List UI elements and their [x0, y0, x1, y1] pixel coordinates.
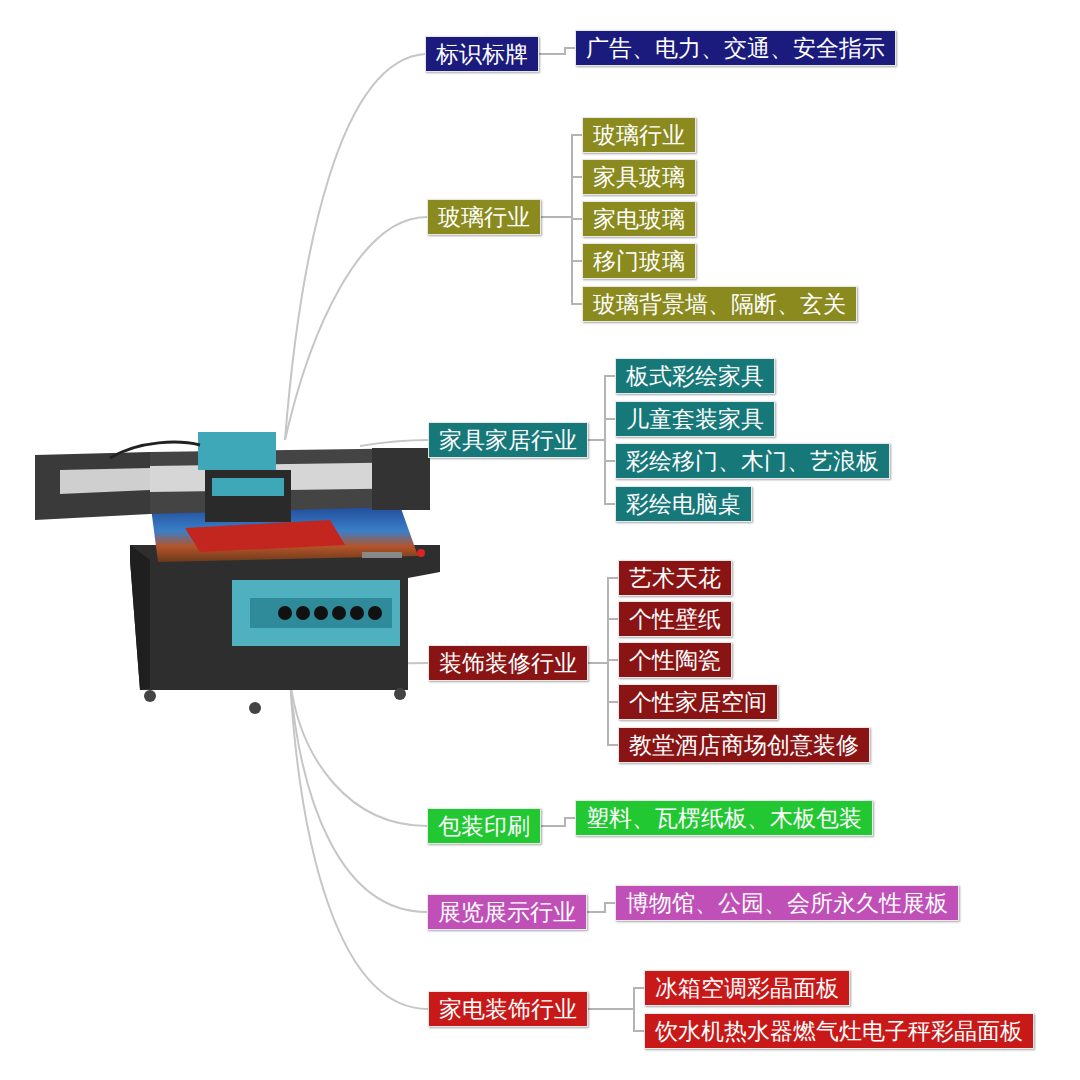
box-label: 塑料、瓦楞纸板、木板包装 — [586, 805, 862, 831]
item-box: 板式彩绘家具 — [615, 358, 775, 394]
item-box: 塑料、瓦楞纸板、木板包装 — [575, 800, 873, 836]
box-label: 家电装饰行业 — [439, 996, 577, 1022]
box-label: 玻璃行业 — [438, 204, 530, 230]
bracket-connector — [588, 988, 644, 1009]
item-box: 玻璃行业 — [582, 117, 696, 153]
item-box: 个性陶瓷 — [618, 642, 732, 678]
printer — [35, 432, 440, 714]
category-box: 展览展示行业 — [427, 894, 587, 930]
item-box: 彩绘移门、木门、艺浪板 — [615, 443, 890, 479]
item-box: 个性壁纸 — [618, 601, 732, 637]
bracket-connector — [588, 619, 618, 663]
box-label: 玻璃背景墙、隔断、玄关 — [593, 291, 846, 317]
bracket-connector — [588, 440, 615, 504]
bracket-connector — [588, 1009, 644, 1031]
item-box: 教堂酒店商场创意装修 — [618, 727, 870, 763]
box-label: 标识标牌 — [436, 41, 528, 67]
category-box: 装饰装修行业 — [428, 645, 588, 681]
box-label: 饮水机热水器燃气灶电子秤彩晶面板 — [655, 1018, 1023, 1044]
box-label: 装饰装修行业 — [439, 650, 577, 676]
bracket-connector — [587, 903, 615, 912]
box-label: 个性陶瓷 — [629, 647, 721, 673]
bracket-connector — [541, 217, 582, 304]
box-label: 彩绘电脑桌 — [626, 491, 741, 517]
box-label: 个性壁纸 — [629, 606, 721, 632]
item-box: 玻璃背景墙、隔断、玄关 — [582, 286, 857, 322]
box-label: 博物馆、公园、会所永久性展板 — [626, 890, 948, 916]
box-label: 玻璃行业 — [593, 122, 685, 148]
box-label: 展览展示行业 — [438, 899, 576, 925]
item-box: 博物馆、公园、会所永久性展板 — [615, 885, 959, 921]
bracket-connector — [588, 419, 615, 440]
category-box: 包装印刷 — [427, 808, 541, 844]
box-label: 冰箱空调彩晶面板 — [655, 975, 839, 1001]
category-box: 标识标牌 — [425, 36, 539, 72]
box-label: 家电玻璃 — [593, 206, 685, 232]
item-box: 冰箱空调彩晶面板 — [644, 970, 850, 1006]
box-label: 教堂酒店商场创意装修 — [629, 732, 859, 758]
box-label: 板式彩绘家具 — [626, 363, 764, 389]
bracket-connector — [588, 376, 615, 440]
item-box: 彩绘电脑桌 — [615, 486, 752, 522]
box-label: 广告、电力、交通、安全指示 — [586, 35, 885, 61]
box-label: 艺术天花 — [629, 565, 721, 591]
bracket-connector — [588, 663, 618, 745]
box-label: 移门玻璃 — [593, 248, 685, 274]
bracket-connector — [588, 440, 615, 461]
item-box: 广告、电力、交通、安全指示 — [575, 30, 896, 66]
item-box: 儿童套装家具 — [615, 401, 775, 437]
box-label: 个性家居空间 — [629, 689, 767, 715]
item-box: 家具玻璃 — [582, 159, 696, 195]
item-box: 家电玻璃 — [582, 201, 696, 237]
category-box: 家电装饰行业 — [428, 991, 588, 1027]
item-box: 个性家居空间 — [618, 684, 778, 720]
bracket-connector — [541, 135, 582, 217]
bracket-connector — [541, 217, 582, 261]
bracket-connector — [588, 663, 618, 702]
item-box: 饮水机热水器燃气灶电子秤彩晶面板 — [644, 1013, 1034, 1049]
box-label: 彩绘移门、木门、艺浪板 — [626, 448, 879, 474]
bracket-connector — [541, 818, 575, 826]
bracket-connector — [541, 177, 582, 217]
box-label: 包装印刷 — [438, 813, 530, 839]
box-label: 儿童套装家具 — [626, 406, 764, 432]
category-box: 家具家居行业 — [428, 422, 588, 458]
category-box: 玻璃行业 — [427, 199, 541, 235]
box-label: 家具家居行业 — [439, 427, 577, 453]
box-label: 家具玻璃 — [593, 164, 685, 190]
bracket-connector — [539, 48, 575, 54]
bracket-connector — [588, 578, 618, 663]
item-box: 艺术天花 — [618, 560, 732, 596]
item-box: 移门玻璃 — [582, 243, 696, 279]
